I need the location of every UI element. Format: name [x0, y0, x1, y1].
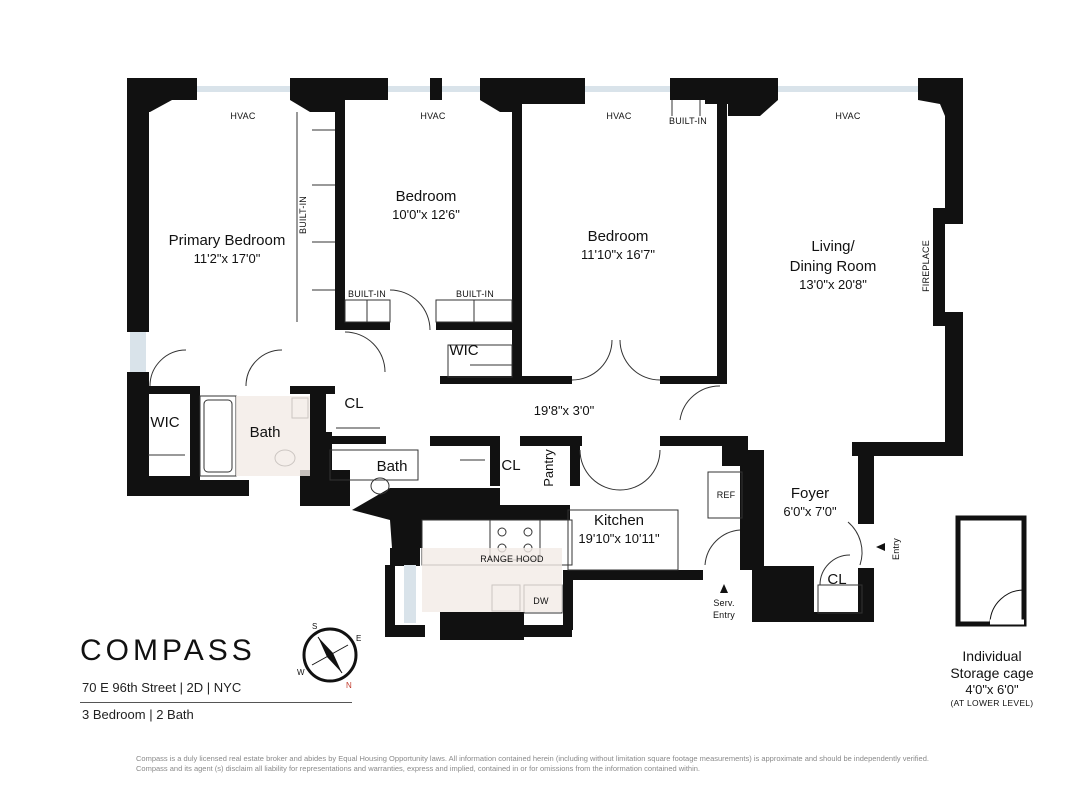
serv-entry-line1: Serv.	[713, 598, 734, 608]
storage-line2: Storage cage	[950, 665, 1034, 681]
foyer-dims: 6'0"x 7'0"	[783, 504, 837, 519]
bedroom-3-name: Bedroom	[588, 228, 649, 245]
hvac-label-2: HVAC	[420, 111, 445, 121]
storage-note: (AT LOWER LEVEL)	[950, 698, 1034, 708]
kitchen-name: Kitchen	[594, 512, 644, 529]
primary-bedroom-dims: 11'2"x 17'0"	[194, 251, 261, 266]
built-in-label-bed2-left: BUILT-IN	[348, 289, 386, 299]
storage-caption: Individual Storage cage 4'0"x 6'0" (AT L…	[930, 648, 1054, 709]
bedroom-3-dims: 11'10"x 16'7"	[581, 247, 655, 262]
fireplace-label: FIREPLACE	[921, 240, 931, 292]
cl-1-name: CL	[344, 395, 363, 412]
living-name-line1: Living/	[811, 238, 855, 255]
hall-dims: 19'8"x 3'0"	[534, 403, 595, 418]
hvac-label-4: HVAC	[835, 111, 860, 121]
dw-label: DW	[533, 596, 549, 606]
ref-label: REF	[717, 490, 736, 500]
wic-1-name: WIC	[150, 414, 179, 431]
serv-entry-line2: Entry	[713, 610, 735, 620]
bedroom-2-dims: 10'0"x 12'6"	[392, 207, 460, 222]
bedroom-2-name: Bedroom	[396, 188, 457, 205]
compass-rose-icon: S N E W	[297, 622, 361, 690]
compass-s: S	[312, 622, 317, 631]
kitchen-floor	[422, 548, 562, 612]
storage-dims: 4'0"x 6'0"	[965, 682, 1019, 697]
bath-1-name: Bath	[250, 424, 281, 441]
wic-2-name: WIC	[449, 342, 478, 359]
compass-e: E	[356, 634, 361, 643]
pantry-name: Pantry	[541, 449, 556, 487]
cl-2-name: CL	[501, 457, 520, 474]
listing-summary: 3 Bedroom | 2 Bath	[82, 707, 194, 722]
compass-n: N	[346, 681, 352, 690]
compass-w: W	[297, 668, 305, 677]
divider	[80, 702, 352, 703]
room-labels: Primary Bedroom 11'2"x 17'0" Bedroom 10'…	[150, 188, 876, 588]
serv-entry-arrow-icon	[720, 584, 728, 593]
storage-line1: Individual	[962, 648, 1022, 664]
primary-bedroom-name: Primary Bedroom	[169, 232, 286, 249]
storage-cage	[955, 515, 1027, 627]
built-in-label-closet: BUILT-IN	[298, 196, 308, 234]
hvac-label-3: HVAC	[606, 111, 631, 121]
built-in-label-top: BUILT-IN	[669, 116, 707, 126]
compass-logo: COMPASS	[80, 634, 256, 667]
walls	[127, 78, 963, 640]
built-in-label-bed2-right: BUILT-IN	[456, 289, 494, 299]
fixtures-lines	[148, 100, 863, 614]
living-dims: 13'0"x 20'8"	[799, 277, 867, 292]
listing-address: 70 E 96th Street | 2D | NYC	[82, 680, 242, 695]
bath-floor	[236, 396, 310, 476]
entry-label: Entry	[891, 538, 901, 560]
entry-arrow-icon	[876, 543, 885, 551]
disclaimer-text: Compass is a duly licensed real estate b…	[136, 754, 929, 773]
foyer-name: Foyer	[791, 485, 829, 502]
living-name-line2: Dining Room	[790, 258, 877, 275]
bath-2-name: Bath	[377, 458, 408, 475]
kitchen-dims: 19'10"x 10'11"	[578, 531, 660, 546]
cl-3-name: CL	[827, 571, 846, 588]
range-hood-label: RANGE HOOD	[480, 554, 544, 564]
hvac-label-1: HVAC	[230, 111, 255, 121]
fixture-labels: HVAC HVAC HVAC HVAC BUILT-IN BUILT-IN BU…	[230, 111, 931, 620]
